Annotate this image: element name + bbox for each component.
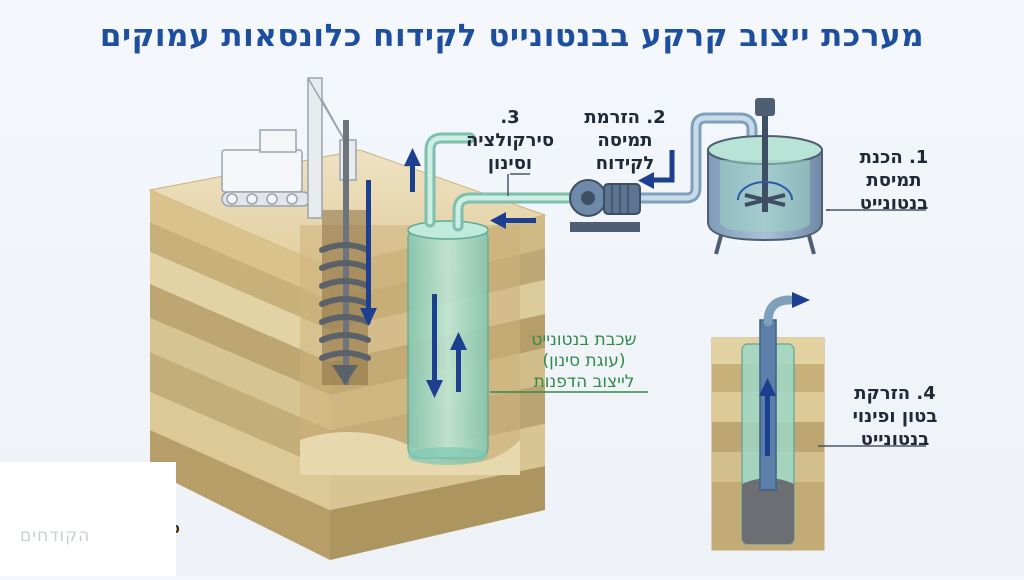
step-4-label: 4. הזרקת בטון ופינוי בנטונייט [830, 382, 960, 451]
step-1-line-1: 1. הכנת [859, 147, 929, 168]
step-2-line-1: 2. הזרמת [584, 107, 666, 128]
page-title: מערכת ייצוב קרקע בבנטונייט לקידוח כלונסא… [99, 18, 925, 54]
layer-label-line-2: (עוגת סינון) [542, 351, 626, 371]
layer-label-line-3: לייצוב הדפנות [533, 372, 635, 392]
step-2-line-3: לקידוח [595, 153, 655, 174]
pump-icon [569, 179, 641, 232]
flow-arrows [360, 148, 810, 456]
step-4-line-2: בטון ופינוי [852, 406, 938, 427]
step-3-line-3: וסינון [487, 153, 533, 174]
pile-inset [711, 295, 825, 551]
step-4-line-1: 4. הזרקת [854, 383, 936, 404]
step-3-line-1: 3. [500, 107, 520, 128]
step-2-line-2: תמיסה [597, 130, 653, 151]
step-1-line-2: תמיסת [866, 170, 922, 191]
brand-name: הקודחים [20, 526, 91, 546]
leader-lines [507, 173, 926, 447]
auger-icon [319, 120, 371, 385]
step-1-label: 1. הכנת תמיסת בנטונייט [834, 146, 954, 215]
step-2-label: 2. הזרמת תמיסה לקידוח [560, 106, 690, 175]
bentonite-borehole [407, 220, 489, 465]
mixing-tank-icon [707, 98, 823, 255]
brand-panel [0, 462, 176, 576]
circulation-pipe [424, 112, 758, 232]
step-4-line-3: בנטונייט [860, 429, 930, 450]
step-1-line-3: בנטונייט [859, 193, 929, 214]
step-3-label: 3. סירקולציה וסינון [448, 106, 572, 175]
step-3-line-2: סירקולציה [465, 130, 555, 151]
bentonite-layer-label: שכבת בנטונייט (עוגת סינון) לייצוב הדפנות [500, 330, 668, 393]
layer-label-line-1: שכבת בנטונייט [531, 330, 637, 350]
